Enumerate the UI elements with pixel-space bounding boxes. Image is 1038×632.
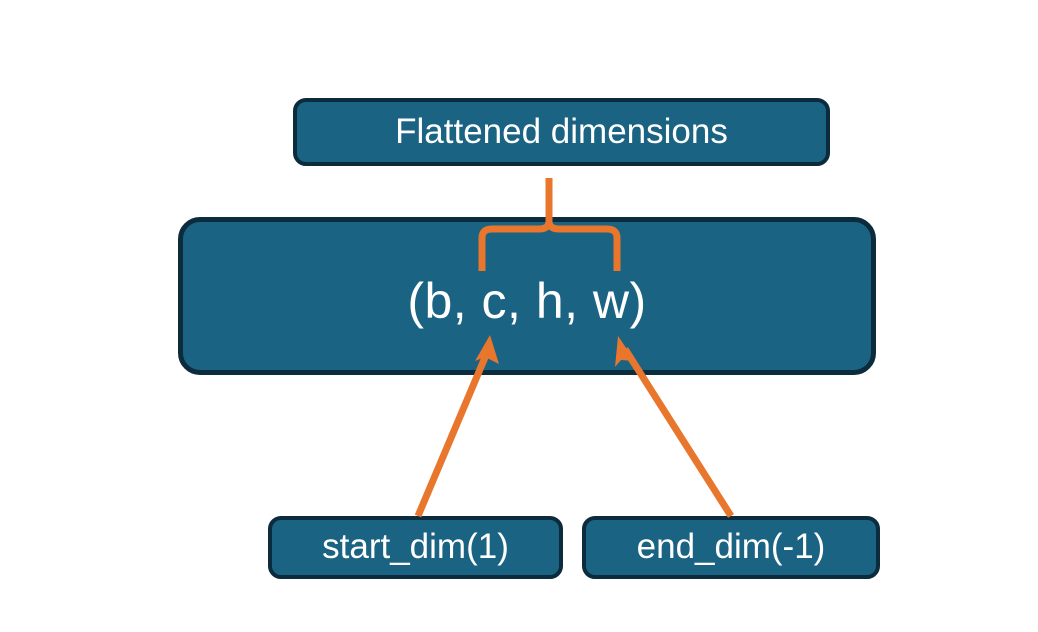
node-flattened-dimensions-label: Flattened dimensions xyxy=(395,111,728,151)
node-tensor-shape[interactable]: (b, c, h, w) xyxy=(178,217,876,375)
node-end-dim-label: end_dim(-1) xyxy=(636,527,826,567)
node-flattened-dimensions[interactable]: Flattened dimensions xyxy=(293,98,830,166)
node-tensor-shape-label: (b, c, h, w) xyxy=(407,273,647,329)
node-start-dim-label: start_dim(1) xyxy=(322,527,509,567)
node-end-dim[interactable]: end_dim(-1) xyxy=(582,516,880,579)
node-start-dim[interactable]: start_dim(1) xyxy=(268,516,563,579)
